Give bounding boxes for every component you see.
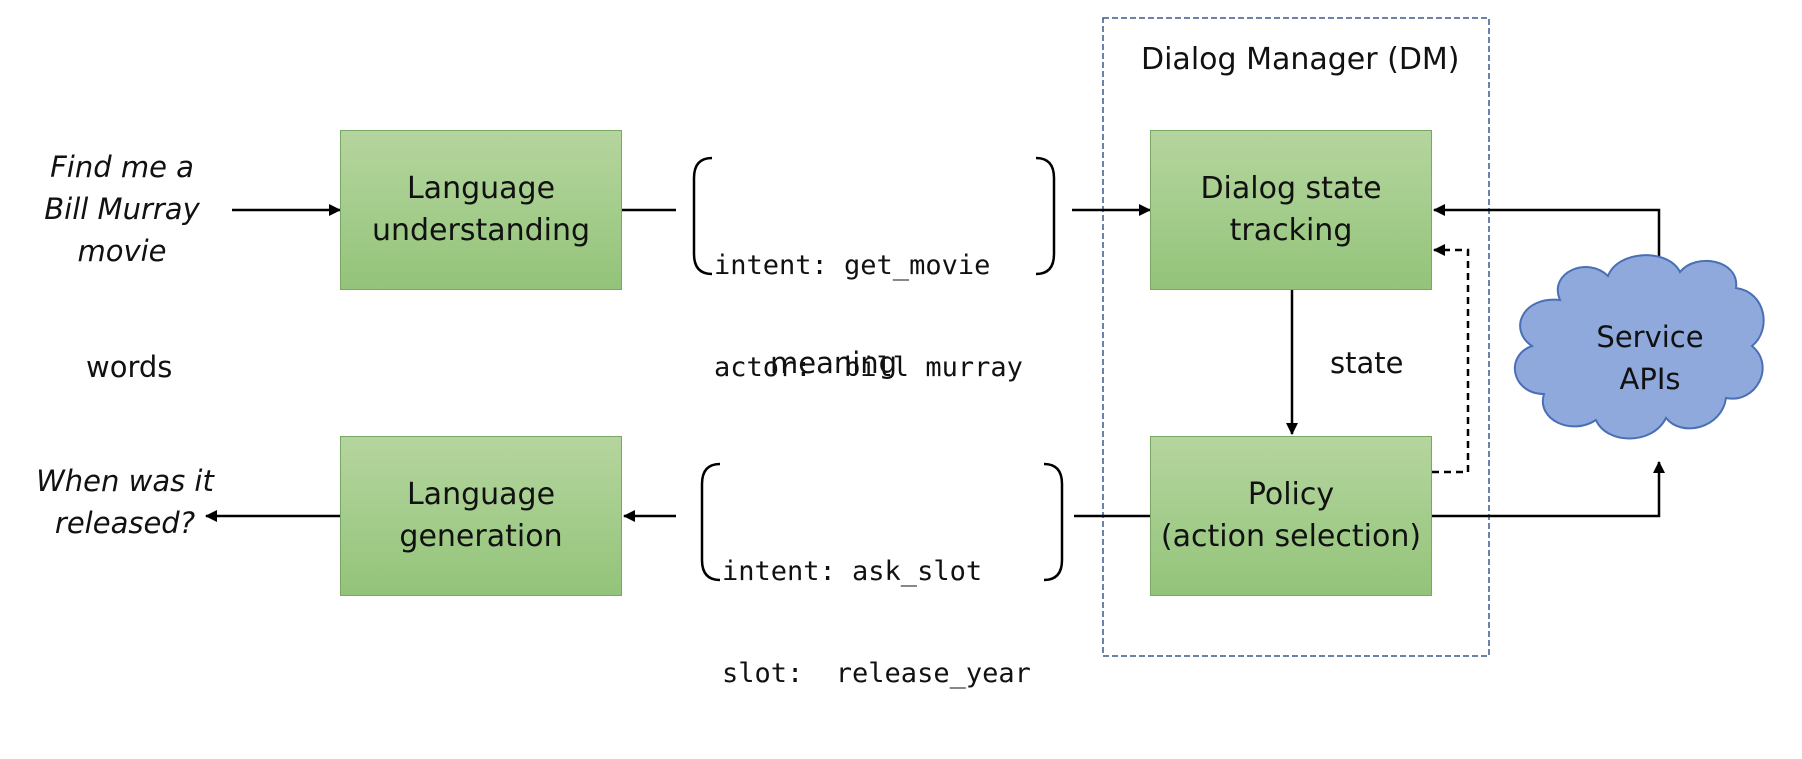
diagram-lines: [205, 17, 1765, 657]
policy-box: Policy (action selection): [1150, 436, 1432, 596]
frame-line: slot: release_year: [722, 658, 1031, 689]
output-utterance-line: When was it: [36, 464, 214, 498]
box-label-line: Dialog state: [1200, 171, 1382, 206]
language-understanding-box: Language understanding: [340, 130, 622, 290]
understanding-frame: intent: get_movie actor: bill murray: [714, 181, 1023, 453]
words-label: words: [86, 350, 173, 384]
box-label-line: generation: [399, 519, 563, 554]
frame2-right-bracket: [1043, 462, 1064, 582]
input-utterance: Find me a Bill Murray movie: [32, 146, 212, 272]
generation-frame: intent: ask_slot slot: release_year: [722, 487, 1031, 759]
dialog-state-tracking-box: Dialog state tracking: [1150, 130, 1432, 290]
meaning-label: meaning: [770, 346, 898, 380]
dm-boundary: [1102, 17, 1490, 657]
output-utterance: When was it released?: [30, 460, 220, 544]
cloud-label-line: APIs: [1619, 362, 1681, 396]
cloud-label-line: Service: [1596, 320, 1704, 354]
box-label-line: Language: [406, 477, 556, 512]
dm-title: Dialog Manager (DM): [1141, 42, 1460, 77]
arrow-policy-to-cloud: [1432, 461, 1665, 518]
service-cloud-shape: [1514, 254, 1765, 440]
frame1-right-bracket: [1035, 156, 1056, 276]
frame-line: actor: bill murray: [714, 352, 1023, 383]
box-label-line: Policy: [1247, 477, 1335, 512]
frame1-left-bracket: [692, 156, 713, 276]
dialog-system-diagram: Dialog Manager (DM) Find me a Bill Murra…: [30, 17, 1765, 689]
input-utterance-line: Bill Murray: [44, 192, 200, 226]
state-label: state: [1330, 346, 1404, 380]
arrow-policy-to-dst-dashed: [1432, 244, 1470, 474]
box-label-line: understanding: [371, 213, 591, 248]
frame2-left-bracket: [700, 462, 721, 582]
box-label-line: Language: [406, 171, 556, 206]
frame-line: intent: get_movie: [714, 250, 991, 281]
box-label-line: tracking: [1229, 213, 1353, 248]
input-utterance-line: Find me a: [50, 150, 194, 184]
input-utterance-line: movie: [77, 234, 167, 268]
service-apis-label: Service APIs: [1570, 316, 1730, 400]
output-utterance-line: released?: [54, 506, 196, 540]
language-generation-box: Language generation: [340, 436, 622, 596]
box-label-line: (action selection): [1160, 519, 1422, 554]
frame-line: intent: ask_slot: [722, 556, 983, 587]
